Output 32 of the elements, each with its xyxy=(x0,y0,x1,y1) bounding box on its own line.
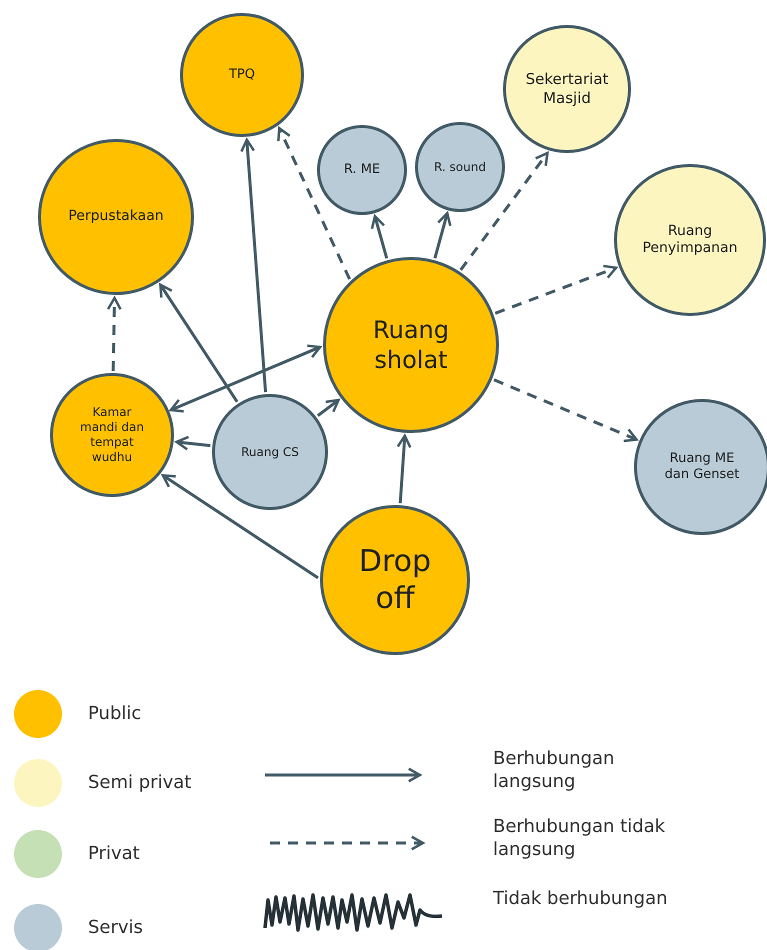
arrow xyxy=(370,214,388,259)
legend-label: Tidak berhubungan xyxy=(493,887,669,910)
arrow xyxy=(162,474,319,580)
room-label: Ruang ME dan Genset xyxy=(664,450,740,484)
room-label: Kamar mandi dan tempat wudhu xyxy=(79,405,145,465)
legend-label: Servis xyxy=(88,916,143,940)
arrow xyxy=(494,264,618,315)
arrow xyxy=(433,212,452,259)
arrow xyxy=(493,378,638,442)
arrow xyxy=(277,127,351,280)
arrow xyxy=(170,344,322,413)
legend-label: Semi privat xyxy=(88,771,192,794)
room-label: Ruang sholat xyxy=(372,315,450,375)
room-label: Ruang CS xyxy=(241,444,299,460)
room-label: Sekertariat Masjid xyxy=(524,70,610,108)
arrow xyxy=(240,138,268,392)
legend-label: Public xyxy=(88,702,142,726)
arrow xyxy=(159,284,238,403)
room-label: Drop off xyxy=(358,542,432,618)
room-label: Perpustakaan xyxy=(68,208,164,226)
room-label: TPQ xyxy=(228,66,255,84)
legend-label: Berhubungan tidak langsung xyxy=(493,815,666,862)
legend-label: Privat xyxy=(88,842,140,866)
arrow xyxy=(316,398,340,417)
arrow xyxy=(459,152,549,271)
arrow xyxy=(106,296,122,372)
legend-label: Berhubungan langsung xyxy=(493,747,616,794)
room-label: R. sound xyxy=(434,160,486,174)
arrow xyxy=(175,436,210,451)
arrow xyxy=(396,434,412,504)
room-label: R. ME xyxy=(344,162,380,178)
room-label: Ruang Penyimpanan xyxy=(641,222,739,258)
